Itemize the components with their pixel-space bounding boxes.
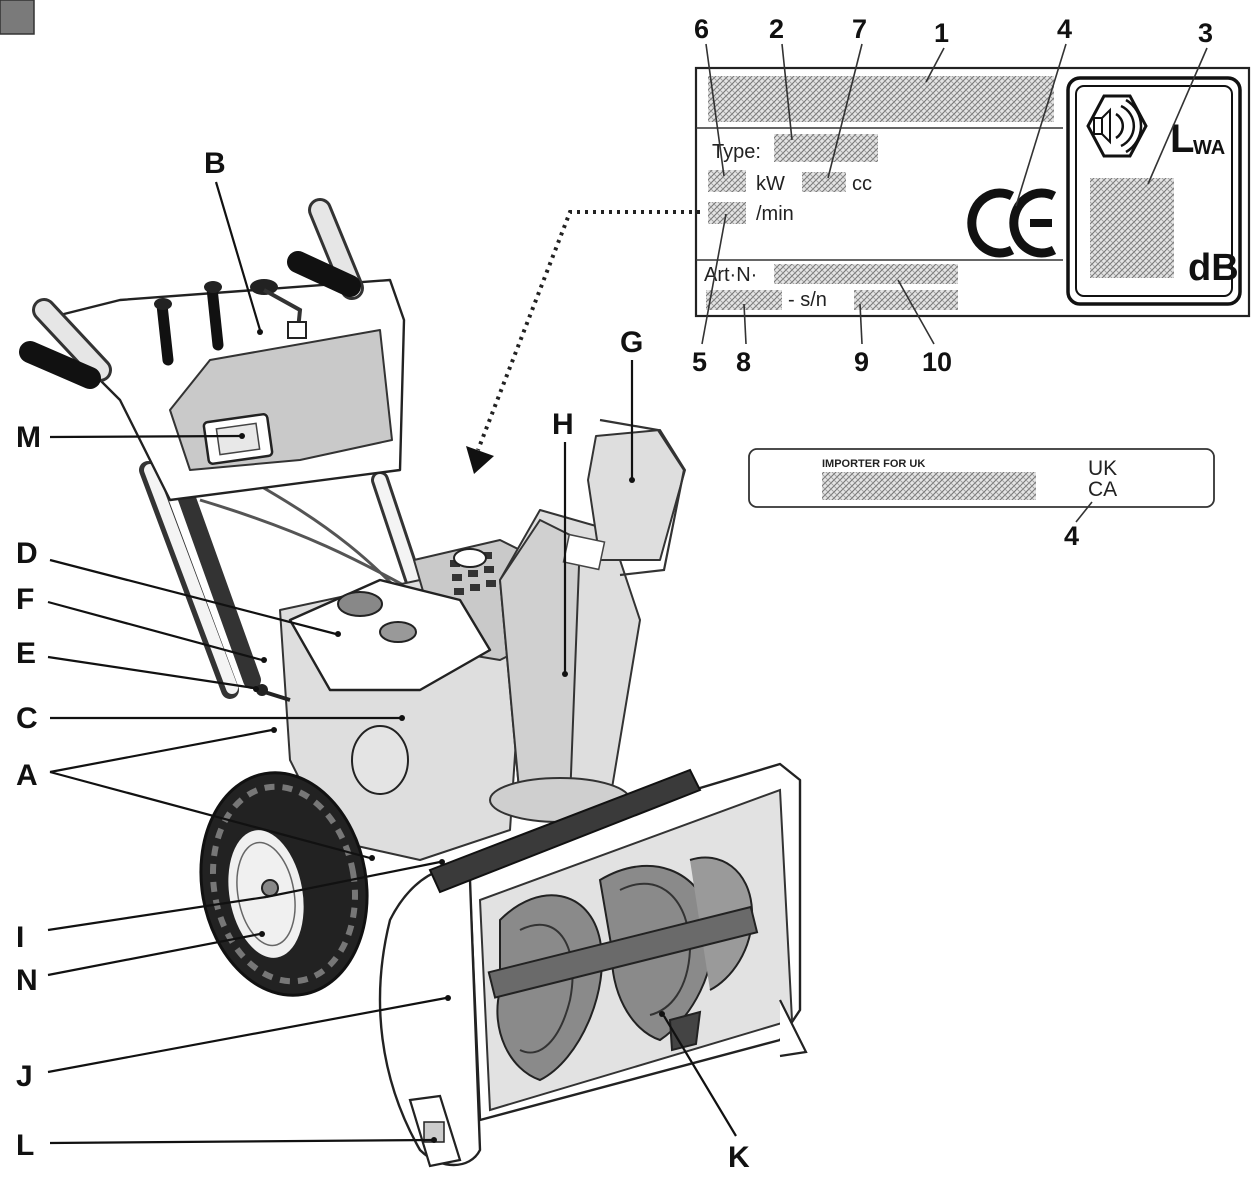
callout-a: A (16, 759, 38, 792)
lever-right (206, 282, 224, 351)
importer-field-hatch (822, 472, 1036, 500)
callout-k: K (728, 1141, 750, 1174)
wheel-hub (261, 879, 279, 897)
article-label: Art·N· (704, 264, 757, 286)
field-2-hatch (774, 134, 878, 162)
scraper-bar (428, 768, 702, 894)
field-10-hatch (774, 264, 958, 284)
callout-f: F (16, 583, 34, 616)
uk-plate-number-4: 4 (1064, 521, 1079, 551)
speaker-icon (1086, 94, 1148, 158)
ukca-mark-bottom: CA (1088, 478, 1117, 501)
page-corner-tab (0, 0, 35, 35)
ce-mark (967, 188, 1057, 258)
sound-unit: dB (1188, 247, 1239, 289)
speed-unit: /min (756, 203, 794, 225)
right-grip (287, 251, 361, 297)
plate-number-2: 2 (769, 14, 784, 44)
callout-e: E (16, 637, 36, 670)
callout-m: M (16, 421, 41, 454)
plate-number-9: 9 (854, 347, 869, 377)
crank-knob (250, 279, 278, 295)
field-1-hatch (708, 76, 1054, 122)
rating-plate: Type: kW cc /min Art·N· - s/n (692, 14, 1251, 377)
plate-number-7: 7 (852, 14, 867, 44)
ukca-mark-top: UK (1088, 457, 1117, 480)
snow-blower-illustration (19, 198, 808, 1168)
field-8-hatch (706, 290, 782, 310)
wheel (199, 771, 369, 997)
plate-location-pointer (476, 210, 700, 451)
plate-number-5: 5 (692, 347, 707, 377)
sound-power-subscript: WA (1193, 137, 1225, 159)
power-unit: kW (756, 173, 785, 195)
field-5-hatch (708, 202, 746, 224)
pointer-arrowhead (466, 446, 494, 474)
plate-leader-lines (701, 43, 1208, 345)
auger-blades (487, 856, 759, 1082)
oil-cap (379, 621, 417, 643)
lever-left (156, 299, 174, 366)
left-grip (19, 341, 101, 389)
plate-number-6: 6 (694, 14, 709, 44)
field-3-hatch (1090, 178, 1174, 278)
field-7-hatch (802, 172, 846, 192)
field-6-hatch (708, 170, 746, 192)
plate-number-1: 1 (934, 18, 949, 48)
plate-number-4: 4 (1057, 14, 1072, 44)
callout-d: D (16, 537, 38, 570)
field-9-hatch (854, 290, 958, 310)
plate-number-3: 3 (1198, 18, 1213, 48)
callout-h: H (552, 408, 574, 441)
auger-shaft (487, 905, 759, 999)
chute-deflector (587, 429, 686, 561)
uk-importer-plate: IMPORTER FOR UK UK CA 4 (748, 448, 1215, 551)
importer-label: IMPORTER FOR UK (822, 458, 925, 470)
callout-j: J (16, 1060, 33, 1093)
displacement-unit: cc (852, 173, 872, 195)
sound-power-box: L WA dB (1066, 76, 1242, 306)
plate-number-8: 8 (736, 347, 751, 377)
callout-g: G (620, 326, 643, 359)
callout-l: L (16, 1129, 34, 1162)
plate-number-10: 10 (922, 347, 952, 377)
callout-c: C (16, 702, 38, 735)
serial-label: - s/n (788, 289, 827, 311)
callout-labels: B M D F E C A G H I N (16, 147, 750, 1174)
type-label: Type: (712, 141, 761, 163)
callout-n: N (16, 964, 38, 997)
callout-b: B (204, 147, 226, 180)
fuel-cap (337, 591, 383, 617)
callout-i: I (16, 921, 24, 954)
